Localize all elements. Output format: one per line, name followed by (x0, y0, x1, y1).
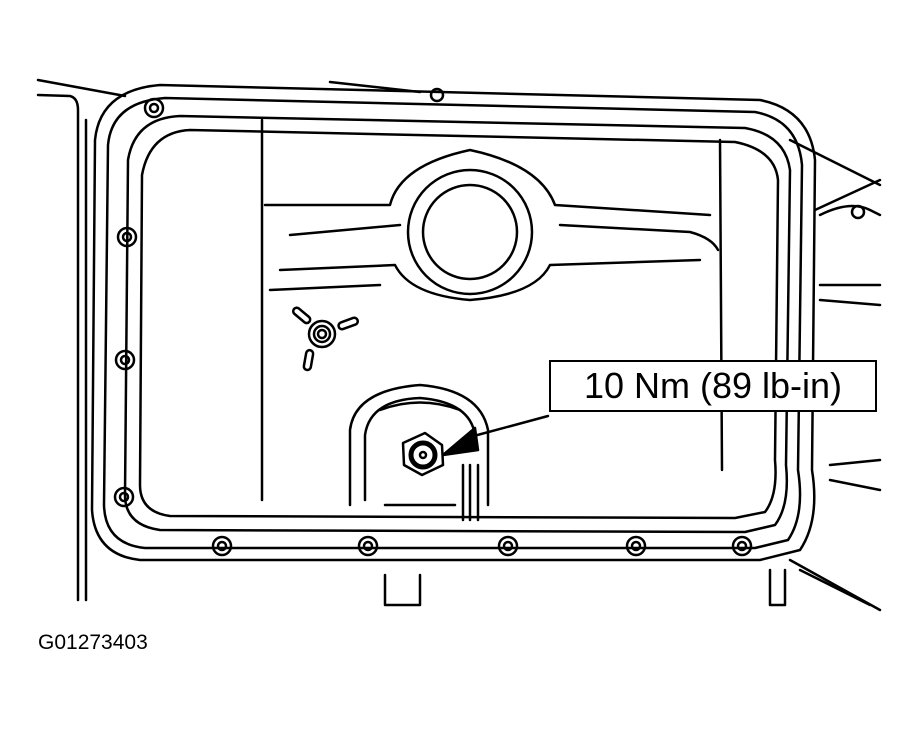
drain-sump (348, 383, 490, 522)
pan-flange (90, 83, 817, 562)
figure-id-label: G01273403 (38, 631, 148, 654)
torque-callout: 10 Nm (89 lb-in) (549, 360, 877, 412)
drain-plug (401, 431, 445, 477)
torque-spec-label: 10 Nm (89 lb-in) (583, 365, 843, 406)
surrounding-structure (36, 78, 882, 612)
sensor-fitting (291, 306, 360, 372)
flange-bolts (113, 87, 753, 557)
callout-arrow (441, 414, 550, 457)
pan-body (260, 118, 724, 502)
